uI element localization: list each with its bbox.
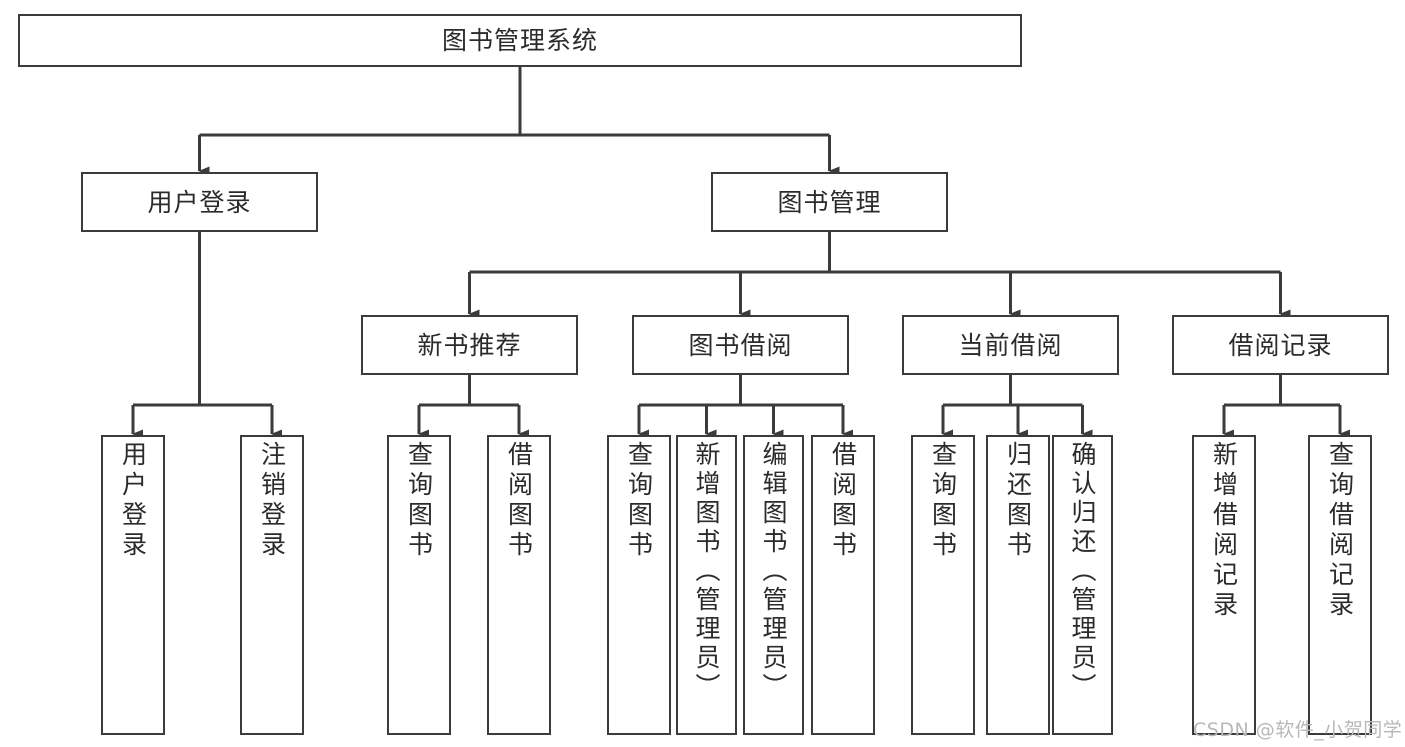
node-label: 用户登录 <box>147 187 252 217</box>
node-label: 新增图书（管理员） <box>692 441 721 702</box>
node-label: 图书管理 <box>777 187 882 217</box>
node-leaf-add-record[interactable]: 新增借阅记录 <box>1192 435 1256 735</box>
node-borrow-record[interactable]: 借阅记录 <box>1172 315 1389 375</box>
node-leaf-query-book-3[interactable]: 查询图书 <box>911 435 975 735</box>
node-label: 新书推荐 <box>417 330 522 360</box>
node-new-book-rec[interactable]: 新书推荐 <box>361 315 578 375</box>
node-label: 查询借阅记录 <box>1325 441 1355 621</box>
node-current-borrow[interactable]: 当前借阅 <box>902 315 1119 375</box>
node-label: 归还图书 <box>1003 441 1033 561</box>
node-label: 编辑图书（管理员） <box>759 441 788 702</box>
node-leaf-query-book-2[interactable]: 查询图书 <box>607 435 671 735</box>
node-label: 注销登录 <box>257 441 287 561</box>
node-label: 确认归还（管理员） <box>1068 441 1097 702</box>
node-leaf-query-book-1[interactable]: 查询图书 <box>387 435 451 735</box>
node-leaf-user-logout[interactable]: 注销登录 <box>240 435 304 735</box>
node-leaf-confirm-return[interactable]: 确认归还（管理员） <box>1052 435 1113 735</box>
node-label: 图书管理系统 <box>441 26 598 55</box>
node-leaf-borrow-book-1[interactable]: 借阅图书 <box>487 435 551 735</box>
node-label: 图书借阅 <box>688 330 793 360</box>
node-leaf-borrow-book-2[interactable]: 借阅图书 <box>811 435 875 735</box>
node-label: 当前借阅 <box>958 330 1063 360</box>
node-label: 借阅图书 <box>504 441 534 561</box>
csdn-watermark: CSDN @软件_小贺同学 <box>1193 719 1403 741</box>
node-leaf-add-book[interactable]: 新增图书（管理员） <box>676 435 737 735</box>
node-label: 借阅记录 <box>1228 330 1333 360</box>
node-leaf-query-record[interactable]: 查询借阅记录 <box>1308 435 1372 735</box>
node-label: 用户登录 <box>118 441 148 561</box>
node-leaf-edit-book[interactable]: 编辑图书（管理员） <box>743 435 804 735</box>
node-label: 新增借阅记录 <box>1209 441 1239 621</box>
node-label: 查询图书 <box>404 441 434 561</box>
node-label: 借阅图书 <box>828 441 858 561</box>
node-label: 查询图书 <box>928 441 958 561</box>
node-root[interactable]: 图书管理系统 <box>18 14 1022 67</box>
node-book-manage[interactable]: 图书管理 <box>711 172 948 232</box>
node-leaf-return-book[interactable]: 归还图书 <box>986 435 1050 735</box>
node-leaf-user-login[interactable]: 用户登录 <box>101 435 165 735</box>
node-label: 查询图书 <box>624 441 654 561</box>
node-user-login[interactable]: 用户登录 <box>81 172 318 232</box>
node-book-borrow[interactable]: 图书借阅 <box>632 315 849 375</box>
